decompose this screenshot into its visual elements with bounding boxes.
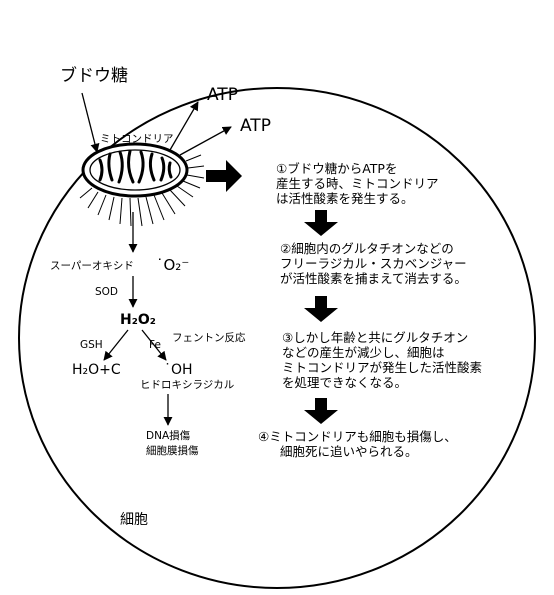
h2o2-label: H₂O₂: [120, 312, 156, 328]
mitochondria-label: ミトコンドリア: [100, 133, 174, 145]
step-2-line-2: フリーラジカル・スカベンジャー: [280, 256, 467, 271]
step-4: ④ミトコンドリアも細胞も損傷し、 細胞死に追いやられる。: [258, 429, 457, 459]
water-label: H₂O+C: [72, 362, 121, 378]
step-1-line-2: 産生する時、ミトコンドリア: [276, 176, 439, 191]
atp-label-2: ATP: [240, 116, 271, 136]
step-2-line-1: ②細胞内のグルタチオンなどの: [280, 241, 454, 256]
step-3: ③しかし年齢と共にグルタチオン などの産生が減少し、細胞は ミトコンドリアが発生…: [282, 330, 482, 390]
step-1-line-3: は活性酸素を発生する。: [276, 191, 414, 206]
step-4-line-1: ④ミトコンドリアも細胞も損傷し、: [258, 429, 457, 444]
superoxide-formula: ˙O₂⁻: [156, 256, 190, 274]
glucose-label: ブドウ糖: [60, 66, 128, 86]
step-2-line-3: が活性酸素を捕まえて消去する。: [280, 271, 467, 286]
step-3-line-1: ③しかし年齢と共にグルタチオン: [282, 330, 469, 345]
big-arrow-down-3: [304, 398, 338, 424]
step-3-line-4: を処理できなくなる。: [282, 375, 408, 390]
big-arrow-down-1: [304, 210, 338, 236]
hydroxyl-label: ヒドロキシラジカル: [140, 379, 235, 391]
atp-arrow-2: [179, 126, 232, 156]
step-1-line-1: ①ブドウ糖からATPを: [276, 161, 398, 176]
arrow-h2o2-to-water: [103, 329, 129, 361]
step-2: ②細胞内のグルタチオンなどの フリーラジカル・スカベンジャー が活性酸素を捕まえ…: [280, 241, 467, 286]
step-4-line-2: 細胞死に追いやられる。: [280, 444, 418, 459]
big-arrow-right: [206, 160, 242, 192]
superoxide-label: スーパーオキシド: [50, 260, 134, 272]
atp-arrow-1: [169, 101, 199, 151]
membrane-damage-label: 細胞膜損傷: [146, 445, 199, 457]
sod-label: SOD: [95, 286, 119, 298]
step-3-line-2: などの産生が減少し、細胞は: [282, 345, 445, 360]
oh-label: ˙OH: [164, 362, 193, 378]
atp-label-1: ATP: [207, 85, 238, 105]
gsh-label: GSH: [80, 339, 103, 351]
big-arrow-down-2: [304, 296, 338, 322]
dna-damage-label: DNA損傷: [146, 430, 191, 442]
arrow-h2o2-to-oh: [141, 329, 167, 361]
step-1: ①ブドウ糖からATPを 産生する時、ミトコンドリア は活性酸素を発生する。: [276, 161, 439, 206]
radiating-lines: [79, 154, 205, 227]
cell-membrane: [18, 87, 536, 589]
glucose-arrow: [81, 92, 100, 153]
fe-label: Fe: [149, 339, 161, 351]
cell-label: 細胞: [120, 512, 148, 528]
step-3-line-3: ミトコンドリアが発生した活性酸素: [282, 360, 483, 375]
fenton-label: フェントン反応: [172, 332, 246, 344]
mitochondrion: [81, 142, 189, 198]
